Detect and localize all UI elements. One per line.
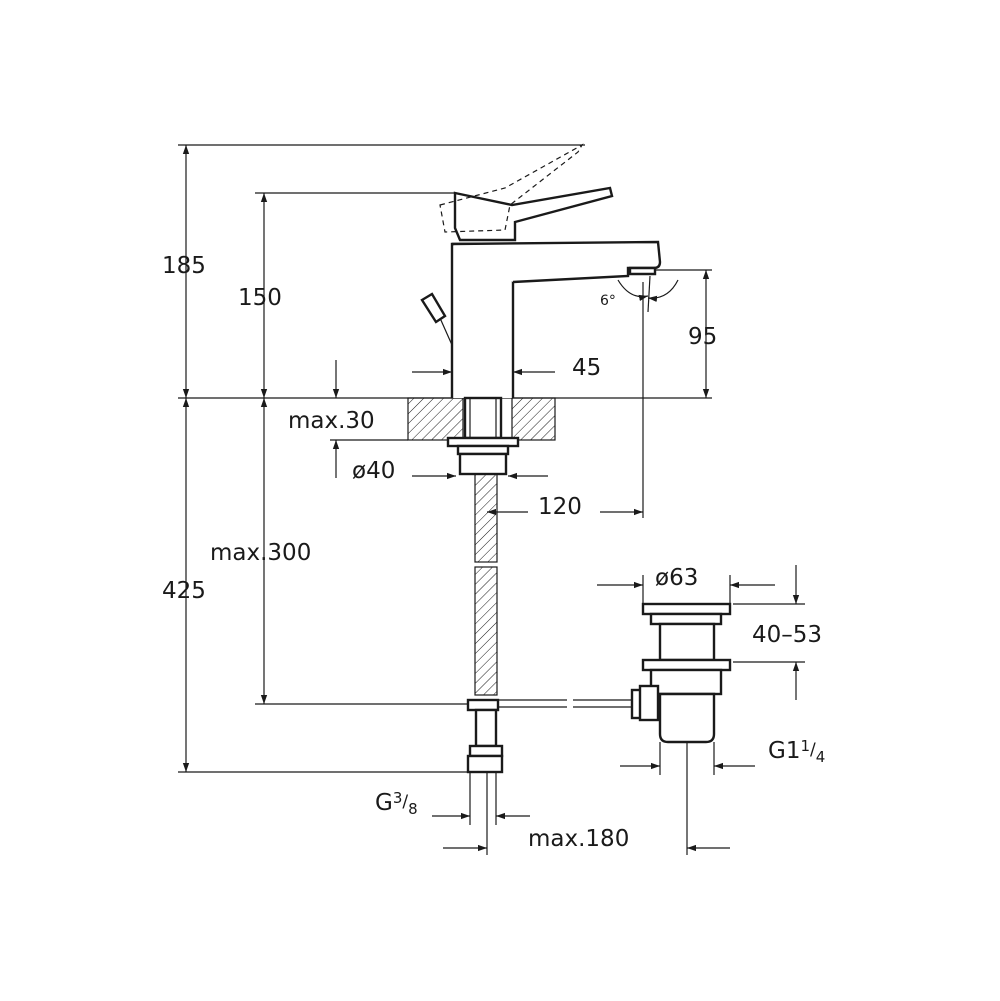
supply-hose — [466, 473, 504, 774]
label-95: 95 — [688, 324, 717, 350]
label-150: 150 — [238, 285, 282, 311]
label-dia40: ø40 — [352, 458, 395, 484]
label-dia63: ø63 — [655, 565, 698, 591]
waste-fitting — [630, 602, 732, 744]
linkage-rod — [498, 699, 632, 708]
label-max300: max.300 — [210, 540, 311, 566]
swivel-angle-label: 6° — [600, 293, 616, 309]
label-g1-quarter: G11/4 — [768, 737, 825, 766]
faucet-body — [420, 143, 662, 476]
label-45: 45 — [572, 355, 601, 381]
label-max30: max.30 — [288, 408, 375, 434]
dimension-lines — [182, 145, 800, 852]
label-g3-8: G3/8 — [375, 789, 418, 818]
label-425: 425 — [162, 578, 206, 604]
countertop-section — [407, 397, 556, 441]
label-120: 120 — [538, 494, 582, 520]
label-max180: max.180 — [528, 826, 629, 852]
label-185: 185 — [162, 253, 206, 279]
swivel-angle: 6° — [600, 275, 679, 313]
label-40-53: 40–53 — [752, 622, 822, 648]
dimension-labels: 185 150 95 45 max.30 ø40 120 max.300 425… — [162, 253, 825, 852]
